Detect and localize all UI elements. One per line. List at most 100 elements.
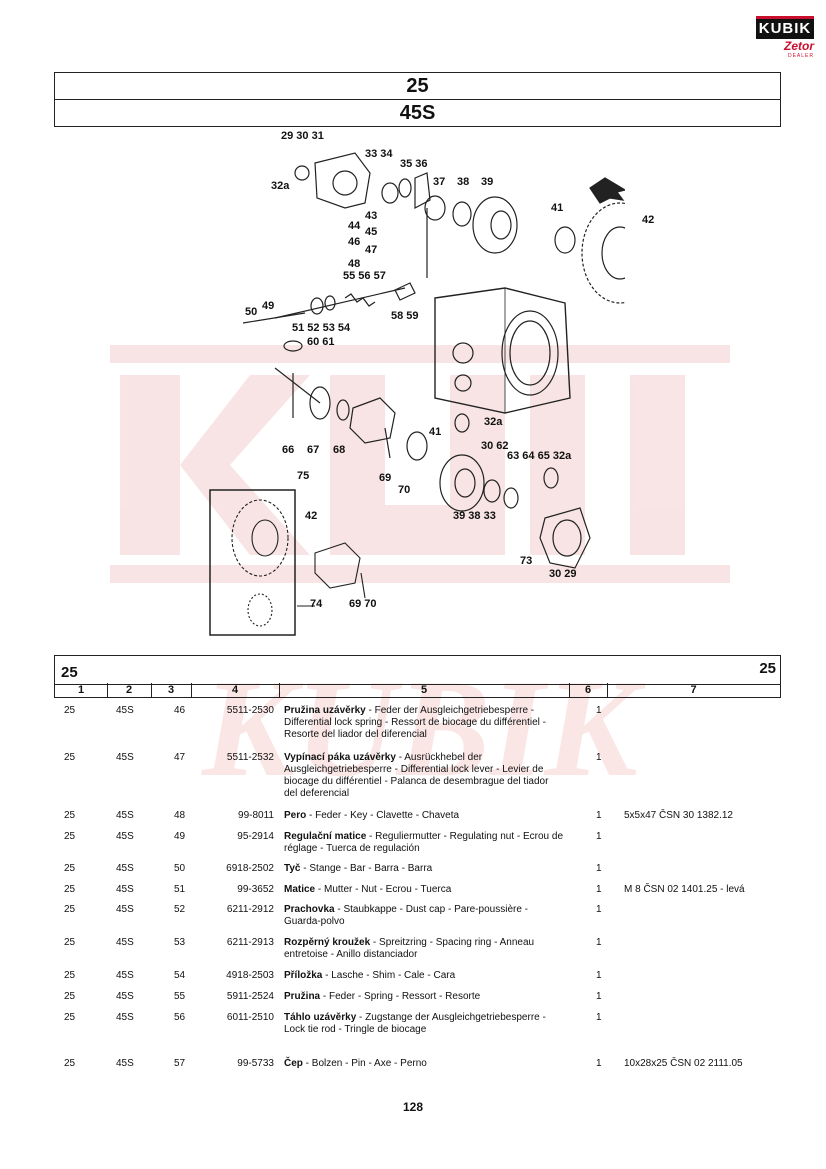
cell-quantity: 1 <box>596 705 602 716</box>
col-header-5: 5 <box>279 683 570 697</box>
callout-45: 45 <box>365 226 378 238</box>
inset-box-shape <box>209 489 296 636</box>
cell-quantity: 1 <box>596 904 602 915</box>
cell-model: 45S <box>116 1012 134 1023</box>
cell-model: 45S <box>116 863 134 874</box>
cell-quantity: 1 <box>596 1058 602 1069</box>
cell-part-number: 99-8011 <box>238 810 274 821</box>
cell-model: 45S <box>116 904 134 915</box>
cell-description: Čep - Bolzen - Pin - Axe - Perno <box>284 1058 564 1070</box>
part-translations: - Staubkappe - Dust cap - Pare-poussière… <box>284 904 529 927</box>
callout-39: 39 <box>481 176 494 188</box>
cell-group: 25 <box>64 705 76 716</box>
col-header-2: 2 <box>107 683 152 697</box>
part-translations: - Bolzen - Pin - Axe - Perno <box>302 1058 427 1069</box>
callout-49: 49 <box>262 300 275 312</box>
callout-63-64-65: 63 64 65 32a <box>507 450 572 462</box>
callout-37: 37 <box>433 176 446 188</box>
cell-part-number: 6011-2510 <box>226 1012 274 1023</box>
part-translations: - Lasche - Shim - Cale - Cara <box>322 970 456 981</box>
cell-quantity: 1 <box>596 884 602 895</box>
exploded-parts-diagram: 29 30 31 32a 33 34 35 36 37 38 39 41 42 … <box>205 128 654 648</box>
callout-73: 73 <box>520 555 533 567</box>
cell-group: 25 <box>64 884 76 895</box>
diagram-drawing <box>209 152 625 636</box>
cell-group: 25 <box>64 991 76 1002</box>
kubik-watermark: KUBIK <box>110 345 730 805</box>
cell-model: 45S <box>116 810 134 821</box>
callout-55-56-57: 55 56 57 <box>343 270 386 282</box>
cell-description: Regulační matice - Reguliermutter - Regu… <box>284 831 564 855</box>
part-name: Vypínací páka uzávěrky <box>284 752 396 763</box>
callout-32a: 32a <box>271 180 290 192</box>
callout-70: 70 <box>398 484 411 496</box>
page-number: 128 <box>402 1100 424 1114</box>
callout-68: 68 <box>333 444 346 456</box>
callout-47: 47 <box>365 244 378 256</box>
callout-60-61: 60 61 <box>307 336 335 348</box>
part-name: Tyč <box>284 863 301 874</box>
cell-model: 45S <box>116 705 134 716</box>
cell-part-number: 6211-2913 <box>226 937 274 948</box>
part-translations: - Mutter - Nut - Ecrou - Tuerca <box>315 884 452 895</box>
part-translations: - Feder der Ausgleichgetriebesperre - Di… <box>284 705 546 740</box>
cover-flange-shape <box>314 152 371 209</box>
cell-quantity: 1 <box>596 991 602 1002</box>
col-header-6: 6 <box>569 683 608 697</box>
part-name: Rozpěrný kroužek <box>284 937 371 948</box>
logo-wordmark: KUBIK <box>756 16 814 39</box>
cell-group: 25 <box>64 1058 76 1069</box>
callout-29-30-31: 29 30 31 <box>281 130 324 142</box>
cell-position: 48 <box>174 810 186 821</box>
cell-model: 45S <box>116 1058 134 1069</box>
callout-69-70: 69 70 <box>349 598 377 610</box>
callout-39-38-33: 39 38 33 <box>453 510 496 522</box>
cell-position: 46 <box>174 705 186 716</box>
cell-position: 52 <box>174 904 186 915</box>
part-translations: - Zugstange der Ausgleichgetriebesperre … <box>284 1012 546 1035</box>
callout-66: 66 <box>282 444 295 456</box>
callout-41: 41 <box>551 202 564 214</box>
callout-58-59: 58 59 <box>391 310 419 322</box>
section-label-right: 25 <box>759 660 776 677</box>
cell-position: 56 <box>174 1012 186 1023</box>
cell-group: 25 <box>64 937 76 948</box>
part-translations: - Stange - Bar - Barra - Barra <box>300 863 433 874</box>
cell-note: M 8 ČSN 02 1401.25 - levá <box>624 884 745 895</box>
cell-position: 57 <box>174 1058 186 1069</box>
cell-quantity: 1 <box>596 831 602 842</box>
column-headers: 1 2 3 4 5 6 7 <box>54 683 781 698</box>
part-name: Táhlo uzávěrky <box>284 1012 357 1023</box>
brand-logo: KUBIK Zetor DEALER <box>756 16 814 64</box>
cell-quantity: 1 <box>596 863 602 874</box>
cell-description: Rozpěrný kroužek - Spreitzring - Spacing… <box>284 937 564 961</box>
part-name: Příložka <box>284 970 323 981</box>
cell-description: Tyč - Stange - Bar - Barra - Barra <box>284 863 564 875</box>
part-name: Čep <box>284 1058 303 1069</box>
callout-69: 69 <box>379 472 392 484</box>
callout-30-62: 30 62 <box>481 440 509 452</box>
cell-group: 25 <box>64 863 76 874</box>
callout-38: 38 <box>457 176 470 188</box>
callout-74: 74 <box>310 598 323 610</box>
callout-42-2: 42 <box>305 510 318 522</box>
callout-75: 75 <box>297 470 310 482</box>
callout-41-2: 41 <box>429 426 442 438</box>
cell-part-number: 99-3652 <box>237 884 274 895</box>
cell-part-number: 4918-2503 <box>226 970 274 981</box>
cell-part-number: 5911-2524 <box>226 991 274 1002</box>
logo-dealer: DEALER <box>787 53 814 59</box>
cell-group: 25 <box>64 831 76 842</box>
callout-33-34: 33 34 <box>365 148 393 160</box>
cell-quantity: 1 <box>596 1012 602 1023</box>
cell-model: 45S <box>116 991 134 1002</box>
callout-46: 46 <box>348 236 361 248</box>
cell-position: 49 <box>174 831 186 842</box>
cell-model: 45S <box>116 831 134 842</box>
cell-group: 25 <box>64 970 76 981</box>
callout-50: 50 <box>245 306 258 318</box>
callout-44: 44 <box>348 220 361 232</box>
part-translations: - Feder - Spring - Ressort - Resorte <box>320 991 481 1002</box>
callout-42: 42 <box>642 214 655 226</box>
cell-position: 54 <box>174 970 186 981</box>
